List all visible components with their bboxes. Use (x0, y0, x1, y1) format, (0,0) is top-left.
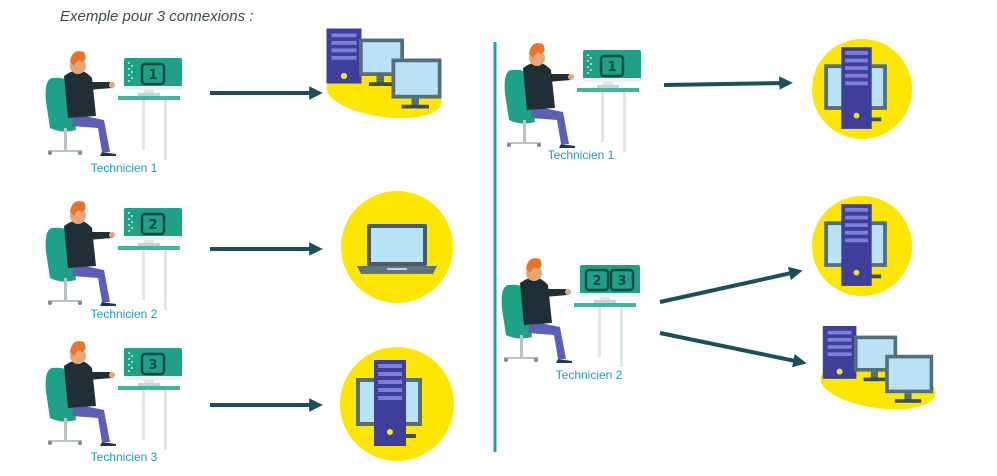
desktop-dual-monitor-icon (326, 28, 442, 119)
technician-label: Technicien 2 (556, 368, 623, 382)
connection-arrow (659, 266, 803, 304)
connection-arrow (659, 331, 807, 368)
screen-number: 1 (607, 60, 616, 75)
laptop-icon (341, 191, 453, 303)
screen-number: 3 (617, 274, 626, 289)
left-technician-1: 1 (45, 51, 182, 160)
right-technician-1: 1 (504, 43, 641, 152)
screen-number: 1 (148, 68, 157, 83)
technician-label: Technicien 2 (91, 307, 158, 321)
caption: Exemple pour 3 connexions : (60, 8, 254, 25)
screen-number: 3 (148, 358, 157, 373)
technician-label: Technicien 3 (91, 450, 158, 464)
screen-number: 2 (148, 218, 157, 233)
desktop-dual-monitor-icon (820, 326, 936, 410)
screen-number: 2 (592, 274, 601, 289)
technician-label: Technicien 1 (548, 148, 615, 162)
desktop-tower-icon (340, 347, 454, 461)
desktop-tower-icon (812, 196, 912, 296)
left-technician-2: 2 (45, 201, 182, 310)
technician-label: Technicien 1 (91, 161, 158, 175)
desktop-tower-icon (812, 39, 912, 139)
left-technician-3: 3 (45, 341, 182, 450)
connection-arrow (663, 76, 793, 90)
right-technician-2: 2 3 (501, 258, 640, 367)
